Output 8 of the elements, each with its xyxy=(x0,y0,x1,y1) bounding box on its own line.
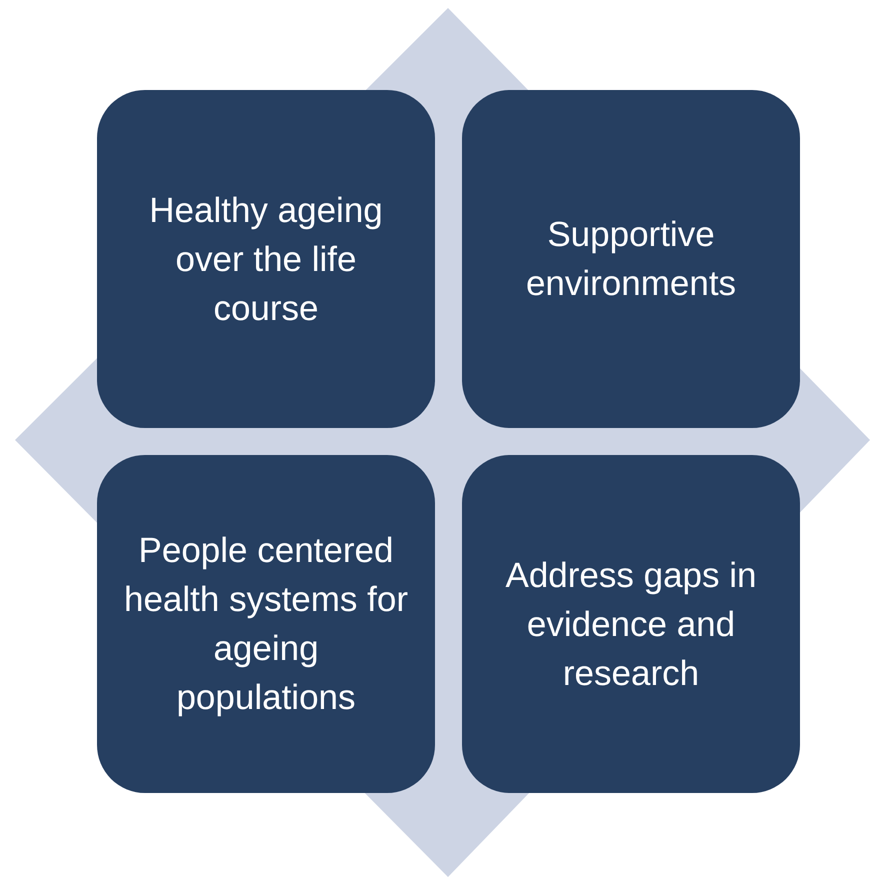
box-text: People centered health systems for ageing populations xyxy=(123,530,409,719)
box-text: Address gaps in evidence and research xyxy=(504,554,758,694)
rounded-box xyxy=(462,90,800,428)
box-text: Supportive environments xyxy=(524,214,738,305)
rounded-box xyxy=(97,90,435,428)
rounded-box xyxy=(97,455,435,793)
rounded-box xyxy=(462,455,800,793)
box-text: Healthy ageing over the life course xyxy=(148,190,384,330)
